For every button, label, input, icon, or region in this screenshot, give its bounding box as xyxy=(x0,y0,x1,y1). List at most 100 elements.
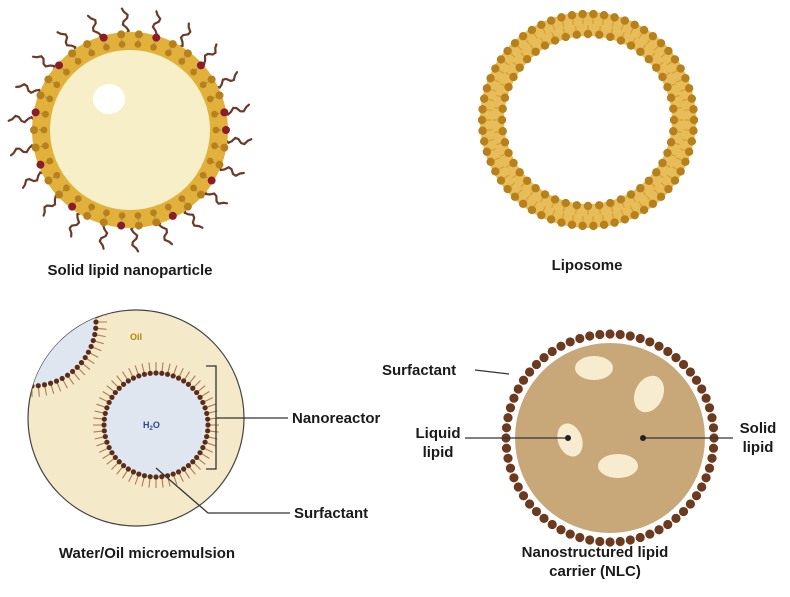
surfactant-head xyxy=(29,255,34,260)
liposome-tail xyxy=(525,38,530,45)
liposome-tail xyxy=(671,166,678,171)
nlc-surfactant-beads xyxy=(501,329,719,547)
nlc-surfactant-bead xyxy=(645,529,655,539)
nlc-surfactant-bead xyxy=(685,499,695,509)
nlc-surfactant-bead xyxy=(701,473,711,483)
sln-peg-tail xyxy=(7,114,36,124)
liposome-head xyxy=(681,157,690,167)
sln-surfactant-head xyxy=(55,61,64,70)
sln-peg-tail xyxy=(157,219,174,246)
surfactant-head xyxy=(64,372,71,378)
nlc-surfactant-bead xyxy=(691,491,702,501)
surfactant-head xyxy=(59,375,65,382)
liposome-head xyxy=(684,147,694,156)
liposome-tail xyxy=(677,107,683,109)
liposome-head xyxy=(639,205,649,215)
liposome-head xyxy=(626,190,636,199)
surfactant-tail xyxy=(44,248,46,259)
sln-surfactant-head xyxy=(30,126,38,134)
sln-peg-tail xyxy=(129,224,140,253)
liposome-head xyxy=(503,184,512,194)
liposome-tail xyxy=(510,182,516,187)
liposome-head xyxy=(644,54,654,64)
surfactant-head xyxy=(5,379,10,384)
surfactant-tail xyxy=(93,300,104,303)
surfactant-tail xyxy=(0,378,2,388)
liposome-head xyxy=(606,32,615,42)
liposome-tail xyxy=(496,94,502,98)
liposome-tail xyxy=(675,157,682,161)
surfactant-head xyxy=(116,459,122,465)
sln-surfactant-head xyxy=(152,218,161,227)
liposome-tail xyxy=(601,19,605,26)
surfactant-head xyxy=(125,378,131,384)
nlc-surfactant-bead xyxy=(701,393,711,403)
liposome-head xyxy=(620,215,630,224)
liposome-tail xyxy=(533,33,538,39)
liposome-head xyxy=(522,54,532,64)
sln-highlight xyxy=(93,84,125,114)
surfactant-head xyxy=(197,394,203,400)
nlc-surfactant-bead xyxy=(708,423,719,433)
sln-lipid-head xyxy=(53,171,61,179)
surfactant-head xyxy=(106,444,112,451)
sln-lipid-head xyxy=(164,49,172,57)
liposome-head xyxy=(478,105,487,114)
sln-shell-beads xyxy=(30,30,230,230)
liposome-head xyxy=(500,93,510,102)
surfactant-head xyxy=(47,380,54,386)
surfactant-head xyxy=(181,378,187,384)
liposome-tail xyxy=(496,142,502,146)
surfactant-head xyxy=(74,364,80,370)
caption-solid-lipid-nanoparticle: Solid lipid nanoparticle xyxy=(47,262,212,279)
surfactant-tail xyxy=(38,247,39,258)
surfactant-head xyxy=(17,382,22,387)
surfactant-head xyxy=(86,289,91,294)
sln-peg-tail xyxy=(15,83,43,95)
nanoreactor-water-core xyxy=(104,373,208,477)
surfactant-head xyxy=(0,376,4,381)
liposome-head xyxy=(482,84,492,93)
surfactant-head xyxy=(205,428,211,434)
liposome-tail xyxy=(646,38,651,45)
surfactant-head xyxy=(136,373,142,379)
surfactant-head xyxy=(89,295,94,300)
liposome-head xyxy=(620,16,630,25)
sln-peg-tail xyxy=(177,22,192,49)
nlc-surfactant-bead xyxy=(615,536,625,547)
liposome-head xyxy=(509,158,518,168)
liposome-tail xyxy=(562,28,566,34)
surfactant-head xyxy=(202,405,208,411)
sln-lipid-head xyxy=(63,184,70,192)
sln-lipid-head xyxy=(150,209,157,217)
liposome-head xyxy=(537,210,546,220)
sln-lipid-head xyxy=(46,157,54,165)
liposome-head xyxy=(666,93,676,102)
liposome-tail xyxy=(653,189,659,195)
liposome-head xyxy=(595,30,604,39)
sln-surfactant-head xyxy=(44,75,53,84)
liposome-head xyxy=(652,168,661,177)
microemulsion-surfactant-label: Surfactant xyxy=(294,505,368,522)
liposome-tail xyxy=(551,32,555,38)
surfactant-tail xyxy=(17,248,19,259)
liposome-tail xyxy=(529,191,534,196)
sln-peg-tail xyxy=(42,194,62,217)
nlc-surfactant-bead xyxy=(525,367,535,377)
liposome-head xyxy=(496,176,506,185)
sln-surfactant-head xyxy=(36,91,45,100)
sln-surfactant-head xyxy=(168,40,177,49)
liposome-head xyxy=(670,176,680,185)
liposome-head xyxy=(531,184,540,193)
sln-surfactant-head xyxy=(83,40,92,49)
surfactant-head xyxy=(78,360,85,366)
liposome-tail xyxy=(611,21,615,28)
surfactant-head xyxy=(82,354,88,361)
liposome-tails xyxy=(486,18,690,222)
liposome-tail xyxy=(632,197,637,203)
surfactant-head xyxy=(204,410,210,417)
surfactant-tail xyxy=(88,287,98,292)
surfactant-head xyxy=(11,258,16,263)
liposome-head xyxy=(561,32,570,42)
liposome-head xyxy=(599,11,609,20)
